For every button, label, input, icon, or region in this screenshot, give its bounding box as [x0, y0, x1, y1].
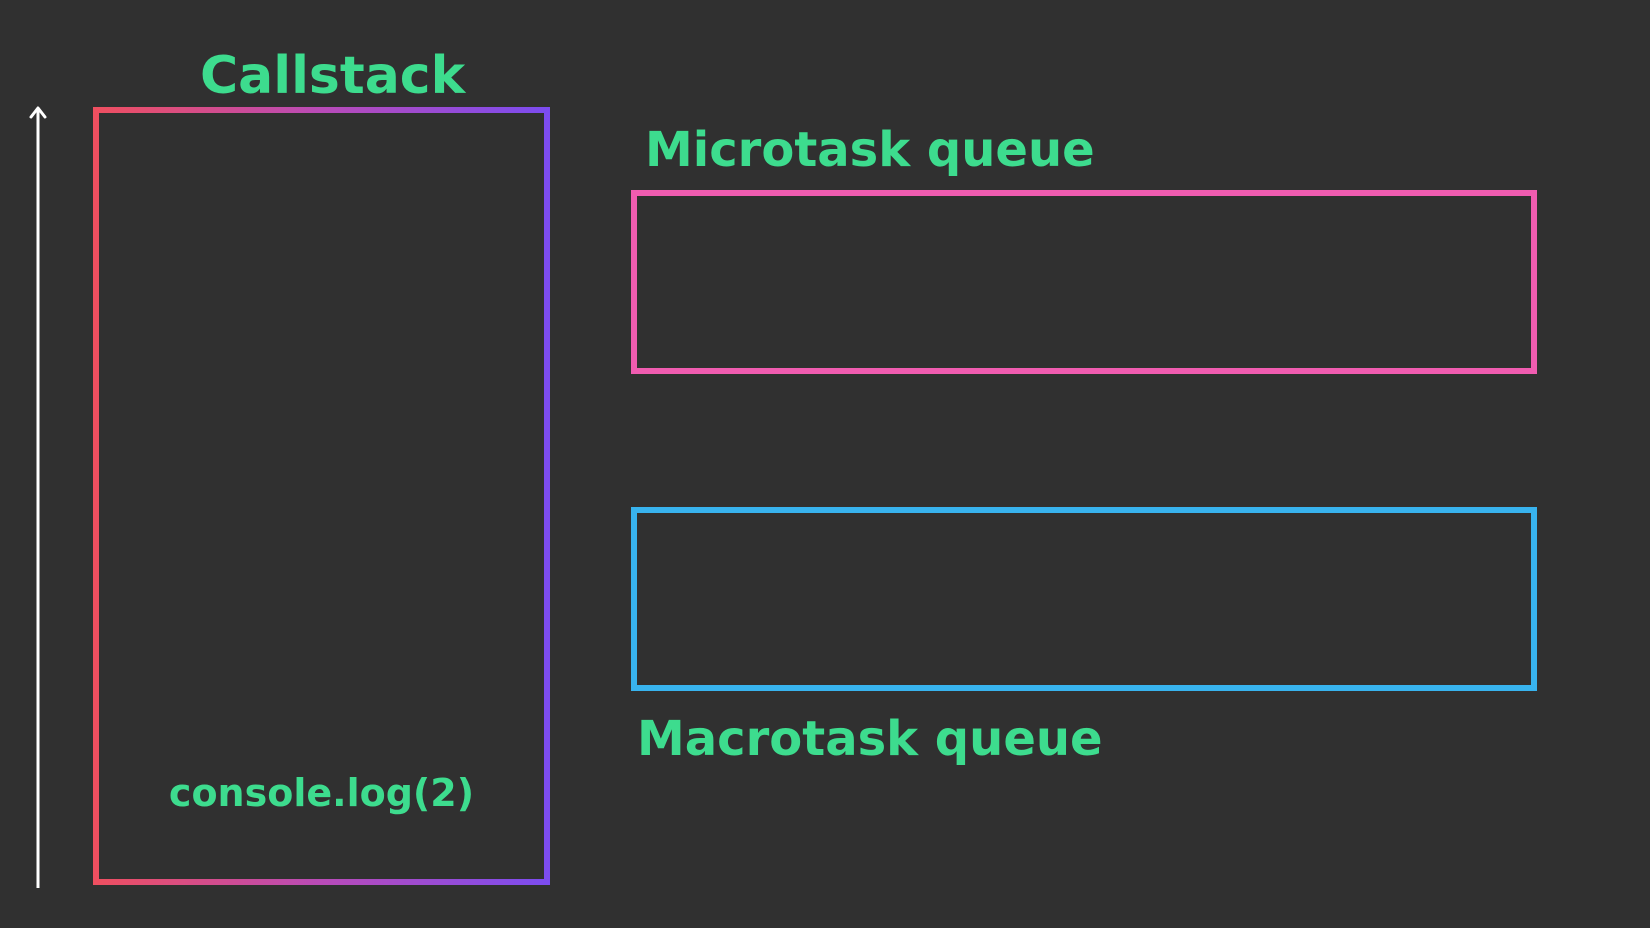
macrotask-queue-title: Macrotask queue [637, 711, 1103, 767]
callstack-box [93, 107, 550, 885]
arrow-up-icon [29, 106, 47, 888]
microtask-queue-title: Microtask queue [645, 122, 1095, 178]
callstack-item: console.log(2) [168, 771, 475, 815]
macrotask-queue-box [631, 507, 1537, 691]
microtask-queue-box [631, 190, 1537, 374]
callstack-title: Callstack [200, 46, 466, 106]
